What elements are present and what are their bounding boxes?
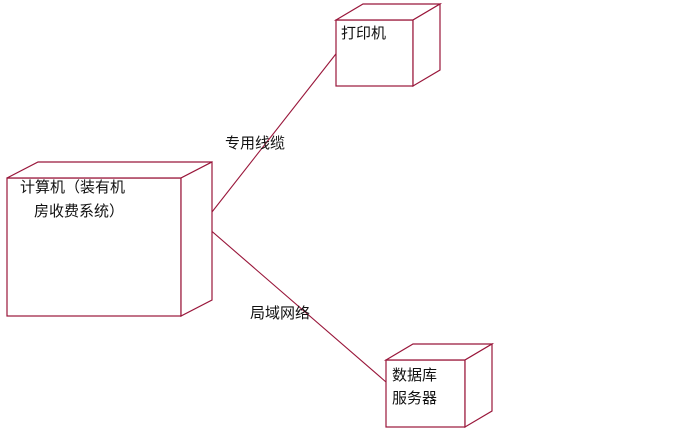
node-computer-label-line-2: 房收费系统） <box>34 202 124 220</box>
link-label-dedicated-cable: 专用线缆 <box>225 134 285 152</box>
node-database-label-line-2: 服务器 <box>392 389 437 407</box>
node-printer-label: 打印机 <box>341 24 386 42</box>
link-label-lan: 局域网络 <box>250 304 310 322</box>
link-computer-printer <box>200 49 340 227</box>
node-database: 数据库 服务器 <box>383 342 495 429</box>
node-printer: 打印机 <box>333 2 443 88</box>
node-computer-label-line-1: 计算机（装有机 <box>20 178 125 196</box>
node-computer: 计算机（装有机 房收费系统） <box>6 161 213 317</box>
node-database-label-line-1: 数据库 <box>392 366 437 384</box>
